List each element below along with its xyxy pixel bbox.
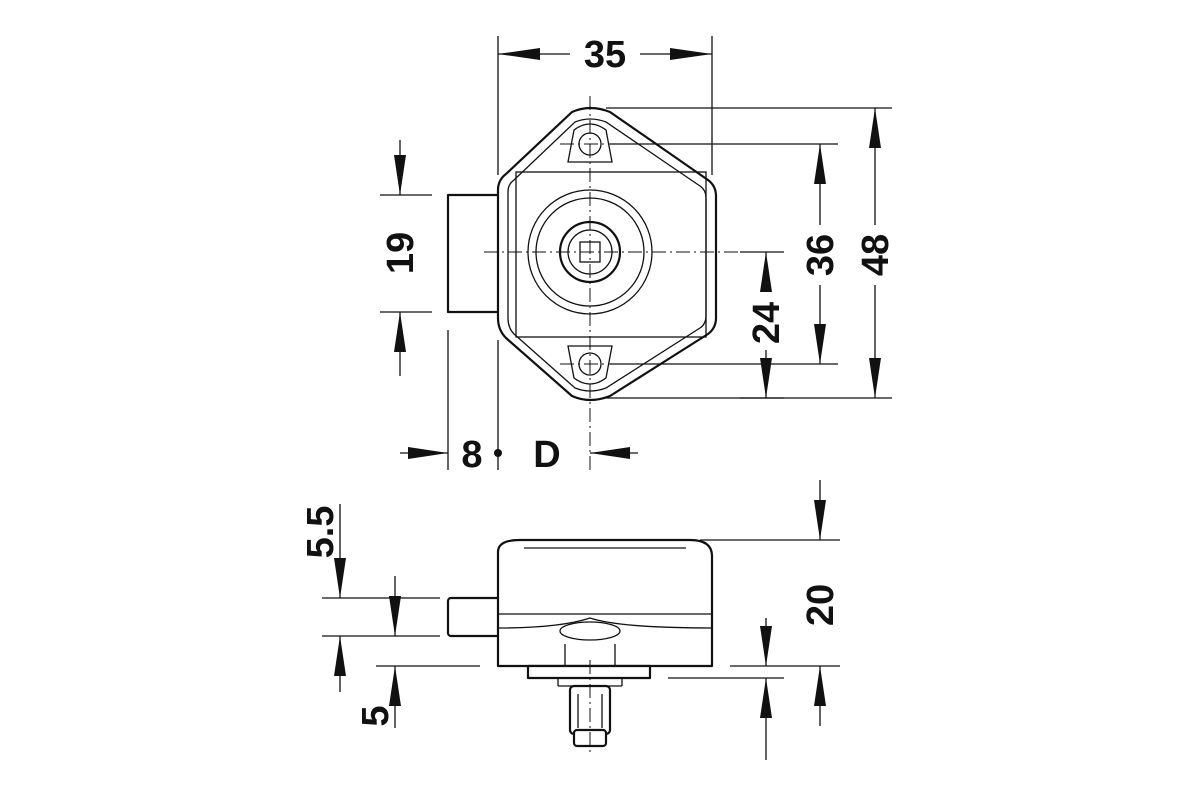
- dimension-35: 35: [497, 34, 713, 175]
- bottom-mounting-slot: [567, 345, 613, 385]
- dimension-19: 19: [380, 140, 432, 376]
- top-mounting-slot: [567, 123, 613, 163]
- dim-label-19: 19: [380, 232, 422, 274]
- dimension-5: 5: [355, 576, 480, 728]
- dim-label-5: 5: [355, 705, 397, 726]
- dimension-5-5: 5.5: [300, 504, 440, 692]
- side-latch-bolt: [446, 596, 502, 638]
- dim-label-24: 24: [746, 302, 788, 344]
- dimension-48: 48: [606, 107, 897, 399]
- lock-body-inner: [507, 118, 707, 392]
- dim-label-d: D: [533, 434, 560, 476]
- dimension-plate: [668, 618, 784, 760]
- square-plate: [515, 171, 707, 338]
- top-view: [446, 96, 784, 470]
- dimension-8-d: 8 D: [400, 330, 638, 476]
- side-body: [496, 538, 714, 668]
- dim-label-48: 48: [855, 234, 897, 276]
- dim-label-5-5: 5.5: [300, 506, 342, 559]
- separator-dot: [494, 449, 502, 457]
- side-view: [446, 538, 714, 756]
- side-slot: [559, 621, 621, 641]
- dimension-36: 36: [610, 143, 842, 365]
- dim-label-8: 8: [461, 434, 482, 476]
- dimension-24: 24: [740, 251, 788, 399]
- base-plate: [526, 664, 652, 680]
- dim-label-36: 36: [800, 234, 842, 276]
- latch-bolt: [446, 193, 502, 314]
- dim-label-35: 35: [584, 34, 626, 76]
- dimension-20: 20: [700, 480, 842, 726]
- dim-label-20: 20: [800, 584, 842, 626]
